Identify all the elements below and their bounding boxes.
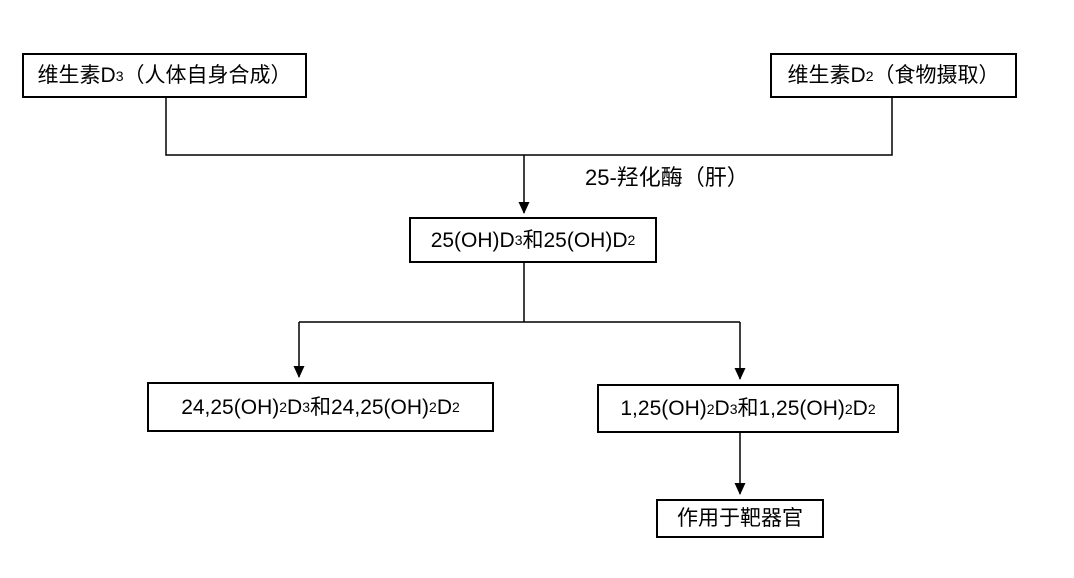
enzyme-liver-label: 25-羟化酶（肝）	[585, 165, 749, 190]
node-target-organ: 作用于靶器官	[656, 499, 824, 538]
split-connector	[299, 263, 740, 323]
merge-connector	[165, 98, 893, 156]
